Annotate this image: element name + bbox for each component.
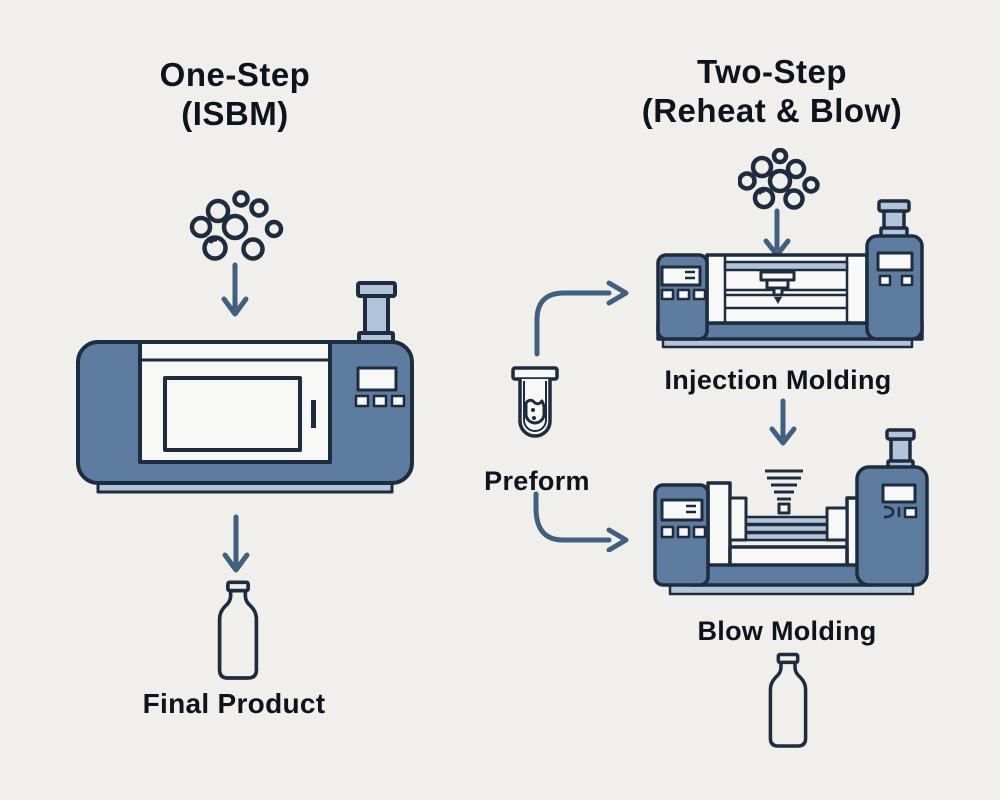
- injection-molding-label: Injection Molding: [664, 365, 892, 395]
- blow-molding-machine-icon: [653, 428, 929, 596]
- blow-molding-label: Blow Molding: [697, 616, 877, 646]
- bottle-icon: [768, 652, 808, 748]
- curved-arrow-icon: [534, 280, 629, 357]
- two-step-title-line1: Two-Step: [696, 53, 848, 90]
- injection-molding-machine-icon: [656, 199, 924, 349]
- one-step-title-line1: One-Step: [159, 56, 311, 93]
- final-product-label: Final Product: [142, 688, 326, 719]
- down-arrow-icon: [221, 262, 249, 317]
- two-step-title-line2: (Reheat & Blow): [641, 92, 903, 129]
- isbm-machine-icon: [76, 281, 414, 494]
- preform-test-tube-icon: [511, 366, 559, 438]
- two-step-title: Two-Step (Reheat & Blow): [622, 52, 922, 130]
- one-step-title: One-Step (ISBM): [85, 55, 385, 133]
- resin-pellets-icon: [189, 190, 284, 261]
- down-arrow-icon: [222, 514, 250, 573]
- resin-pellets-icon: [738, 148, 820, 210]
- preform-label: Preform: [484, 466, 590, 496]
- bottle-icon: [217, 580, 259, 680]
- one-step-title-line2: (ISBM): [181, 95, 289, 132]
- curved-arrow-icon: [533, 491, 629, 552]
- down-arrow-icon: [769, 398, 797, 446]
